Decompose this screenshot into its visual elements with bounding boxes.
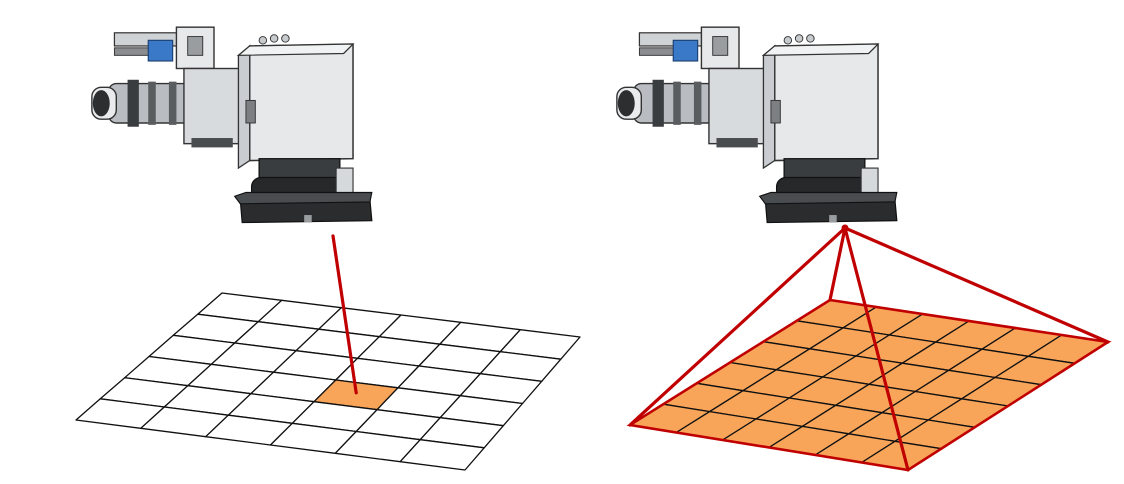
- beam-line: [331, 234, 358, 395]
- work-grid: [629, 299, 1109, 471]
- grid-cell: [399, 439, 485, 471]
- beam-edge-1: [828, 226, 847, 302]
- beam-edge-2: [843, 226, 1110, 344]
- beam-origin: [841, 224, 849, 232]
- beam-edge-3: [843, 226, 910, 472]
- laser-beam: [331, 234, 358, 395]
- beam-edge-4: [628, 226, 847, 427]
- scanner-head-icon: [616, 26, 898, 224]
- work-grid: [75, 292, 581, 471]
- scan-area-outline: [626, 298, 1112, 472]
- panel-single-point: [75, 26, 581, 471]
- laser-beam: [626, 224, 1112, 472]
- panel-area-scan: [616, 26, 1112, 472]
- scanner-head-icon: [91, 26, 373, 224]
